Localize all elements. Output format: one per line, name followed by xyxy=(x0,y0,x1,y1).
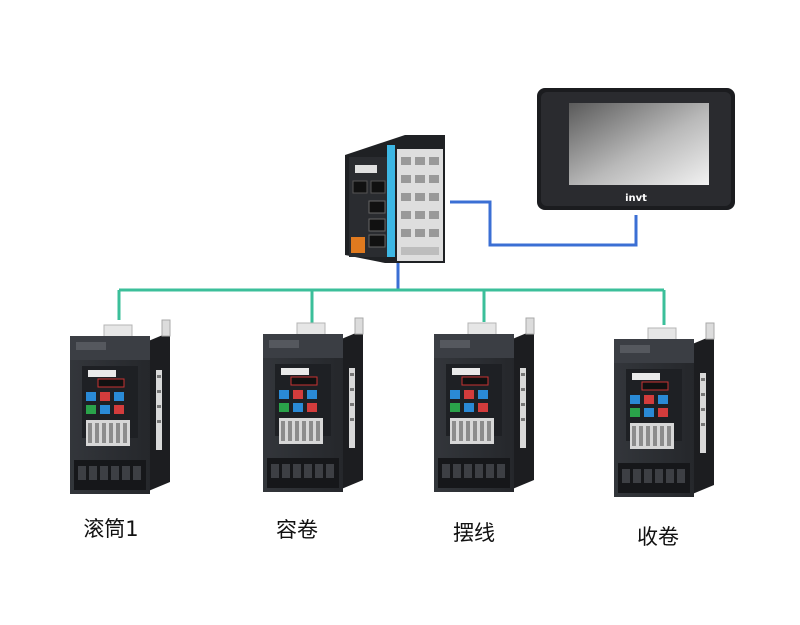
drive-3-label: 摆线 xyxy=(453,521,495,545)
drive-1 xyxy=(69,319,171,495)
bus-link xyxy=(117,260,666,325)
ethernet-link xyxy=(450,200,638,247)
drive-4 xyxy=(613,322,715,498)
drive-4-label: 收卷 xyxy=(637,525,679,549)
hmi-screen xyxy=(569,103,709,185)
plc-controller xyxy=(345,135,445,263)
hmi-touchscreen: invt xyxy=(537,88,735,210)
drive-2-label: 容卷 xyxy=(276,518,318,542)
drive-2 xyxy=(262,317,364,493)
drive-3 xyxy=(433,317,535,493)
hmi-logo: invt xyxy=(625,193,647,204)
drive-1-label: 滚筒1 xyxy=(83,517,138,541)
